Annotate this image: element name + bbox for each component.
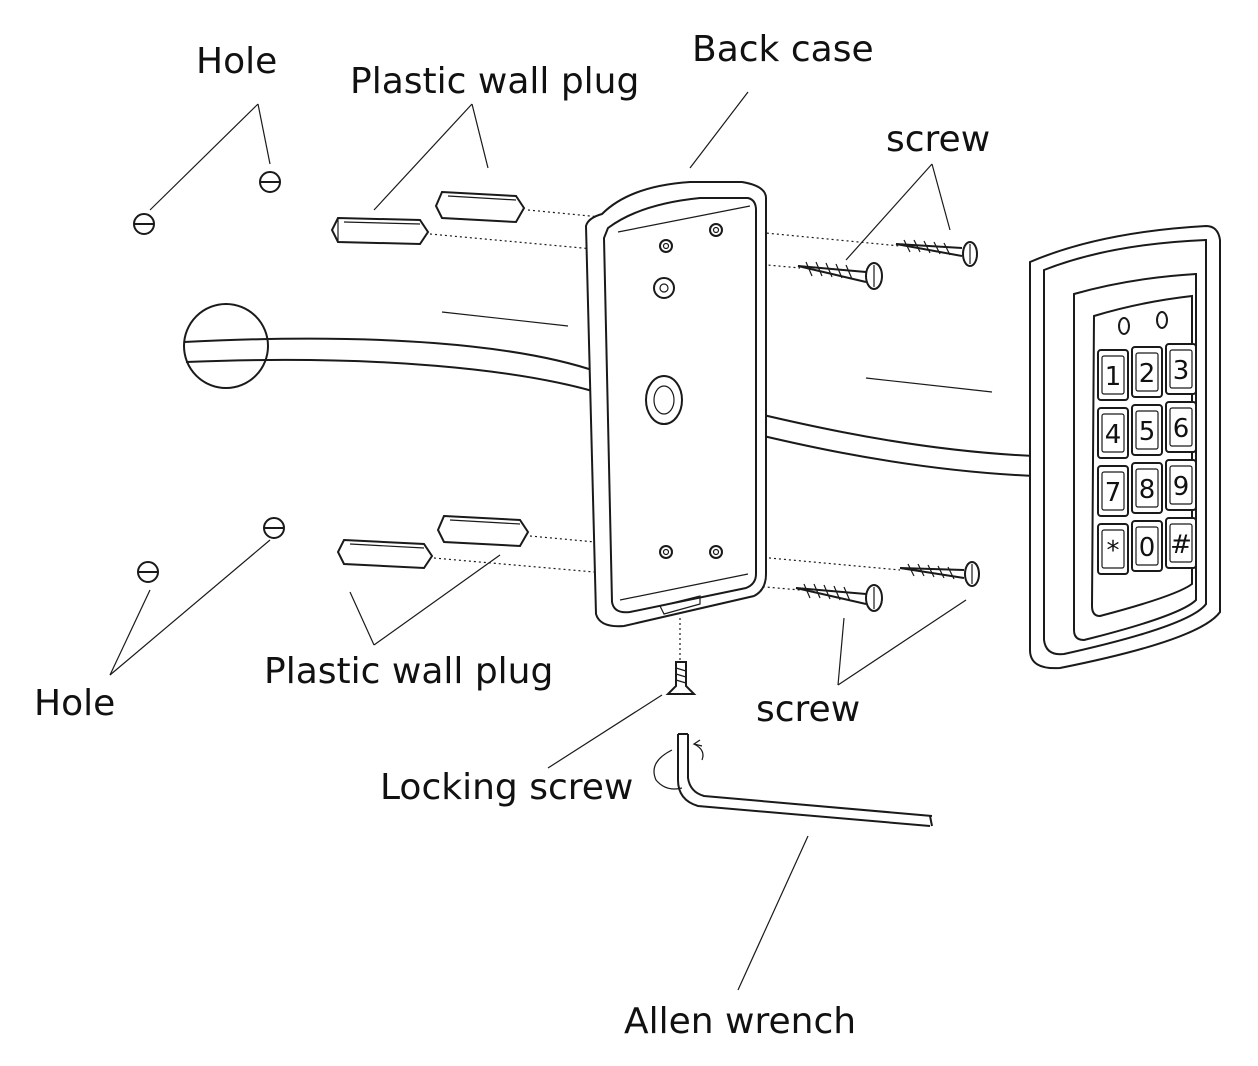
key-label: 1: [1105, 362, 1122, 392]
key-1: 1: [1097, 349, 1129, 401]
key-label: 0: [1139, 533, 1156, 563]
wall-plugs: [330, 190, 530, 570]
key-label: *: [1107, 536, 1120, 566]
allen-wrench: [653, 733, 933, 827]
key-label: 3: [1173, 356, 1190, 386]
label-back-case: Back case: [692, 29, 874, 70]
key-4: 4: [1097, 407, 1129, 459]
label-screw-top: screw: [886, 119, 991, 160]
hole-marks: [133, 171, 285, 583]
label-locking-screw: Locking screw: [380, 767, 634, 808]
key-5: 5: [1131, 404, 1163, 456]
key-9: 9: [1165, 459, 1197, 511]
label-plastic-wall-plug-bottom: Plastic wall plug: [264, 651, 554, 692]
label-hole-top: Hole: [196, 41, 278, 82]
key-0: 0: [1131, 520, 1163, 572]
label-plastic-wall-plug-top: Plastic wall plug: [350, 61, 640, 102]
screw-top-back: [895, 239, 978, 267]
key-2: 2: [1131, 346, 1163, 398]
key-star: *: [1097, 523, 1129, 575]
key-8: 8: [1131, 462, 1163, 514]
key-3: 3: [1165, 343, 1197, 395]
screw-top-front: [797, 261, 883, 290]
key-6: 6: [1165, 401, 1197, 453]
key-label: 6: [1173, 414, 1190, 444]
back-case: [584, 181, 767, 628]
key-label: 4: [1105, 420, 1122, 450]
label-hole-bottom: Hole: [34, 683, 116, 724]
screw-bottom-back: [899, 561, 980, 587]
key-label: 9: [1173, 472, 1190, 502]
key-label: 8: [1139, 475, 1156, 505]
key-label: 5: [1139, 417, 1156, 447]
screws: [665, 239, 980, 695]
label-allen-wrench: Allen wrench: [624, 1001, 857, 1042]
key-label: 2: [1139, 359, 1156, 389]
key-hash: #: [1165, 517, 1197, 569]
key-label: 7: [1105, 478, 1122, 508]
key-label: #: [1170, 530, 1192, 560]
locking-screw: [665, 661, 697, 695]
leader-lines: [109, 91, 993, 991]
key-7: 7: [1097, 465, 1129, 517]
screw-bottom-front: [795, 583, 883, 612]
label-screw-bottom: screw: [756, 689, 861, 730]
